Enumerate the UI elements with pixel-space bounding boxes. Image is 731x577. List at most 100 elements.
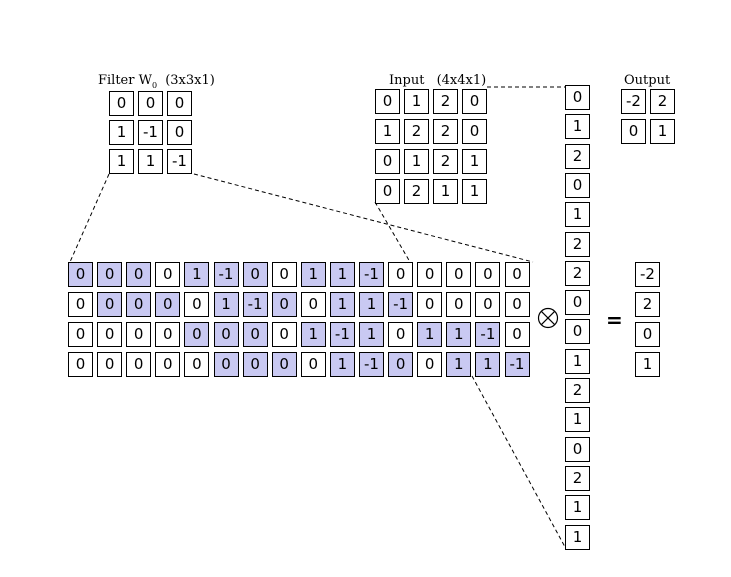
input-vector-cell: 1 [565, 407, 590, 433]
matrix-cell: 1 [359, 292, 384, 317]
matrix-cell: 0 [300, 292, 326, 317]
dashed-connector [374, 201, 411, 263]
input-vector-cell: 0 [565, 172, 590, 198]
result-cell: 2 [635, 292, 660, 317]
matrix-cell: 0 [155, 262, 181, 287]
input-cell: 1 [462, 149, 487, 174]
matrix-cell: 0 [68, 352, 93, 377]
input-vector-cell: 1 [565, 348, 590, 374]
matrix-cell: -1 [359, 262, 384, 287]
matrix-cell: 1 [359, 322, 384, 347]
input-vector-cell: 0 [565, 319, 590, 345]
input-cell: 0 [375, 149, 400, 174]
output-cell: -2 [621, 89, 646, 114]
matrix-cell: 0 [68, 322, 93, 347]
input-cell: 2 [404, 119, 429, 144]
matrix-cell: 0 [97, 262, 123, 287]
matrix-cell: 1 [417, 322, 443, 347]
input-vector-cell: 0 [565, 436, 590, 462]
output-label: Output [624, 73, 671, 88]
matrix-cell: 0 [388, 352, 414, 377]
matrix-cell: 0 [271, 322, 297, 347]
output-cell: 2 [650, 89, 675, 114]
matrix-cell: 0 [417, 352, 443, 377]
matrix-cell: 0 [271, 352, 297, 377]
input-cell: 0 [462, 119, 487, 144]
matrix-cell: 1 [213, 292, 239, 317]
matrix-cell: 0 [68, 262, 93, 287]
matrix-cell: 0 [504, 292, 530, 317]
matrix-cell: 1 [329, 352, 355, 377]
output-cell: 1 [650, 119, 675, 144]
dashed-connector [193, 173, 534, 263]
matrix-cell: 0 [271, 262, 297, 287]
input-cell: 1 [404, 89, 429, 114]
matrix-cell: 0 [155, 292, 181, 317]
input-vector-cell: 2 [565, 260, 590, 286]
input-vector-cell: 0 [565, 290, 590, 316]
filter-cell: 0 [138, 91, 163, 116]
matrix-cell: 0 [68, 292, 93, 317]
matrix-cell: 0 [97, 292, 123, 317]
matrix-cell: 0 [126, 262, 152, 287]
dashed-connector [471, 375, 566, 548]
matrix-cell: 0 [126, 292, 152, 317]
matrix-cell: -1 [388, 292, 414, 317]
input-vector-cell: 1 [565, 114, 590, 140]
input-cell: 1 [433, 179, 458, 204]
matrix-cell: 1 [184, 262, 210, 287]
input-cell: 1 [462, 179, 487, 204]
matrix-cell: 0 [97, 352, 123, 377]
matrix-cell: 0 [388, 322, 414, 347]
matrix-cell: 0 [213, 322, 239, 347]
filter-cell: 0 [167, 91, 192, 116]
matrix-cell: -1 [242, 292, 268, 317]
input-cell: 1 [375, 119, 400, 144]
matrix-cell: 0 [184, 292, 210, 317]
matrix-cell: -1 [359, 352, 384, 377]
input-vector-cell: 2 [565, 231, 590, 257]
matrix-cell: 0 [417, 262, 443, 287]
input-vector-cell: 2 [565, 143, 590, 169]
input-vector-cell: 2 [565, 465, 590, 491]
matrix-cell: 0 [446, 292, 472, 317]
result-cell: -2 [635, 262, 660, 287]
matrix-cell: 1 [446, 322, 472, 347]
matrix-cell: 0 [242, 262, 268, 287]
matrix-cell: 0 [213, 352, 239, 377]
matrix-cell: 0 [475, 262, 501, 287]
matrix-cell: 0 [446, 262, 472, 287]
circled-times-icon [537, 307, 559, 329]
filter-cell: 0 [109, 91, 134, 116]
matrix-cell: 0 [388, 262, 414, 287]
input-label: Input (4x4x1) [389, 73, 487, 88]
input-vector-cell: 1 [565, 524, 590, 550]
matrix-cell: 1 [329, 262, 355, 287]
matrix-cell: 1 [446, 352, 472, 377]
matrix-cell: -1 [504, 352, 530, 377]
matrix-cell: 0 [504, 322, 530, 347]
matrix-cell: 0 [97, 322, 123, 347]
input-vector-cell: 0 [565, 85, 590, 110]
matrix-cell: 0 [184, 352, 210, 377]
result-cell: 0 [635, 322, 660, 347]
input-vector-cell: 2 [565, 378, 590, 403]
input-cell: 0 [375, 179, 400, 204]
filter-cell: 1 [138, 149, 163, 174]
matrix-cell: 0 [300, 352, 326, 377]
filter-cell: -1 [138, 120, 163, 145]
matrix-cell: -1 [329, 322, 355, 347]
matrix-cell: 1 [300, 262, 326, 287]
input-cell: 2 [433, 149, 458, 174]
matrix-cell: 0 [126, 352, 152, 377]
input-cell: 0 [375, 89, 400, 114]
matrix-cell: -1 [213, 262, 239, 287]
matrix-cell: 1 [329, 292, 355, 317]
input-vector-cell: 1 [565, 202, 590, 228]
matrix-cell: 0 [475, 292, 501, 317]
input-vector-cell: 1 [565, 495, 590, 521]
matrix-cell: 0 [184, 322, 210, 347]
matrix-cell: -1 [475, 322, 501, 347]
